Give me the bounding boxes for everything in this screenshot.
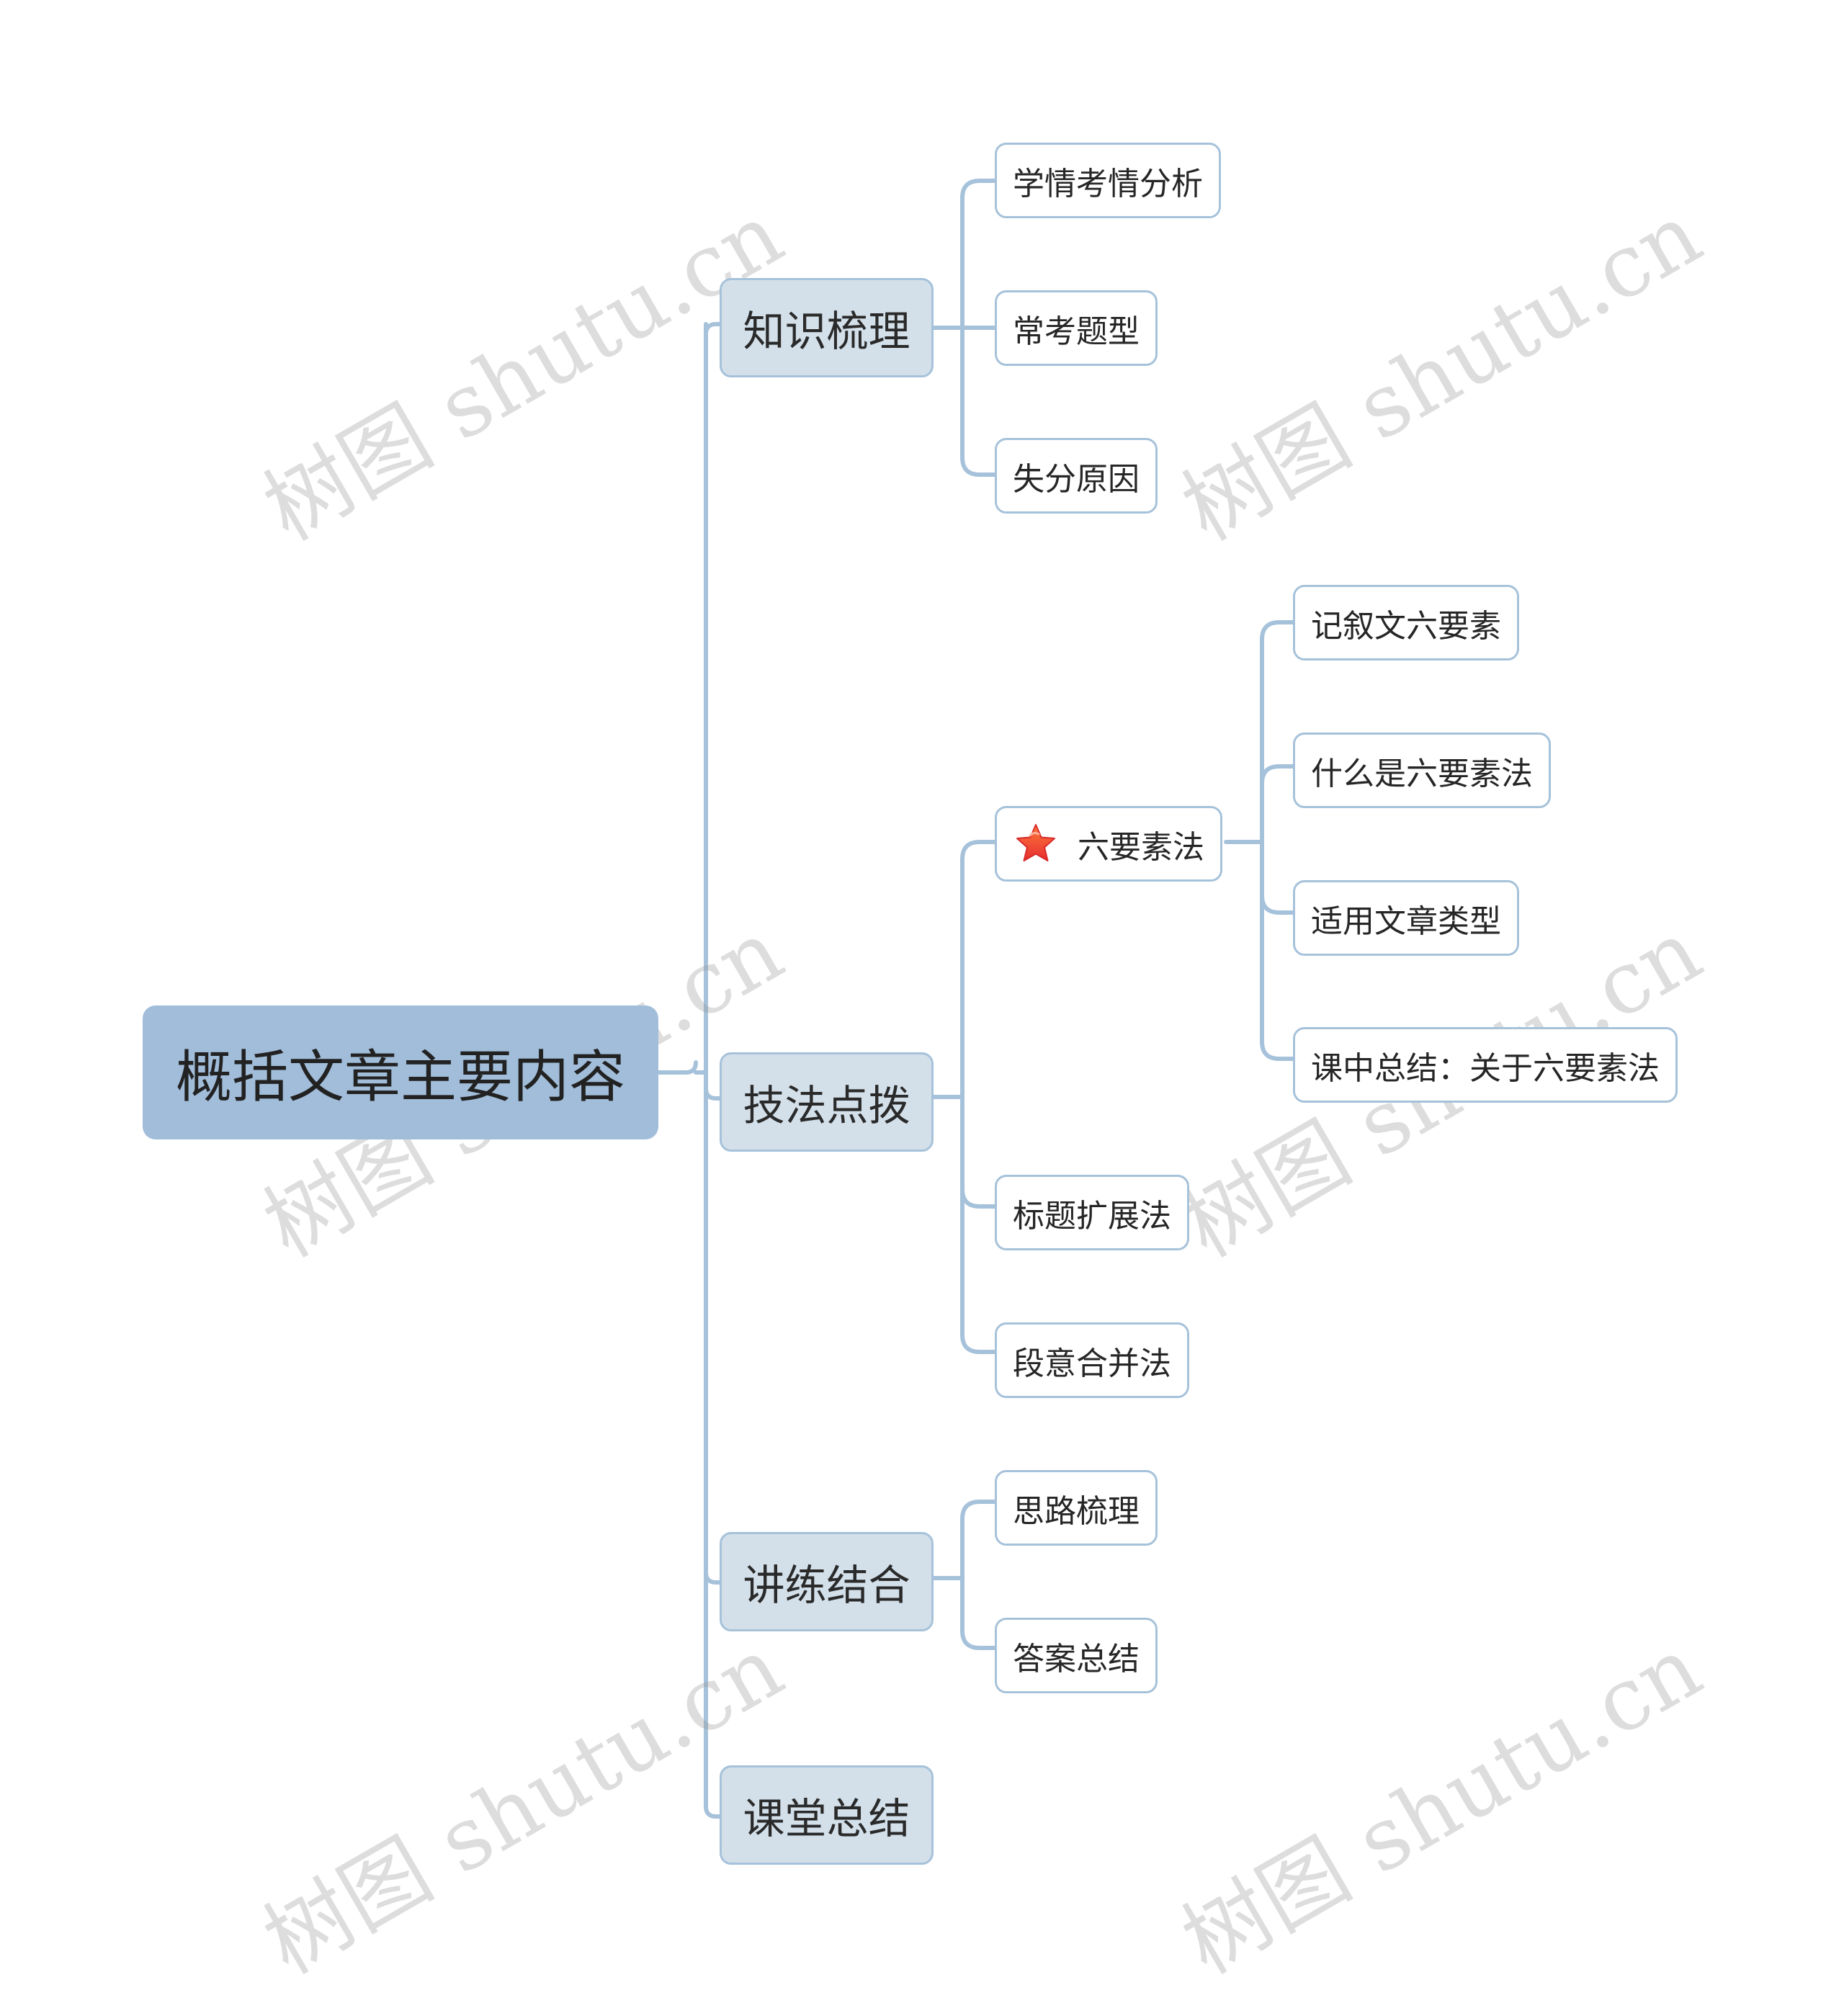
- branch-node-summary[interactable]: 课堂总结: [720, 1765, 934, 1865]
- connector-b2a-mid2: [1260, 893, 1295, 915]
- leaf-node[interactable]: 段意合并法: [995, 1322, 1189, 1398]
- connector-root-center: [684, 1060, 708, 1075]
- root-node[interactable]: 概括文章主要内容: [143, 1005, 658, 1139]
- leaf-node-six-elements[interactable]: 六要素法: [995, 806, 1222, 882]
- connector-b2-mid: [960, 1187, 997, 1209]
- connector-b2a-spine: [1260, 620, 1295, 1061]
- leaf-node[interactable]: 失分原因: [995, 438, 1158, 514]
- branch-node-practice[interactable]: 讲练结合: [720, 1532, 934, 1631]
- leaf-node[interactable]: 答案总结: [995, 1618, 1158, 1693]
- leaf-node[interactable]: 适用文章类型: [1293, 880, 1519, 956]
- leaf-node[interactable]: 课中总结：关于六要素法: [1293, 1027, 1678, 1103]
- connector-root-branch-4: [704, 1804, 722, 1819]
- branch-node-techniques[interactable]: 技法点拨: [720, 1052, 934, 1152]
- connector-b1-spine: [960, 179, 997, 477]
- connector-b2-spine: [960, 840, 997, 1354]
- connector-b3-spine: [960, 1500, 997, 1650]
- connector-root-branch-1: [704, 322, 722, 336]
- connector-root-branch-2: [704, 1086, 722, 1101]
- connector-root-branch-3: [704, 1570, 722, 1585]
- connector-b2a-mid1: [1260, 764, 1295, 786]
- leaf-node[interactable]: 标题扩展法: [995, 1175, 1189, 1250]
- branch-node-knowledge[interactable]: 知识梳理: [720, 278, 934, 377]
- leaf-node[interactable]: 学情考情分析: [995, 143, 1221, 218]
- leaf-node[interactable]: 思路梳理: [995, 1470, 1158, 1546]
- leaf-label: 六要素法: [1078, 828, 1204, 866]
- leaf-node[interactable]: 什么是六要素法: [1293, 733, 1551, 808]
- star-icon: [1013, 821, 1059, 867]
- leaf-node[interactable]: 记叙文六要素: [1293, 585, 1519, 660]
- leaf-node[interactable]: 常考题型: [995, 290, 1158, 366]
